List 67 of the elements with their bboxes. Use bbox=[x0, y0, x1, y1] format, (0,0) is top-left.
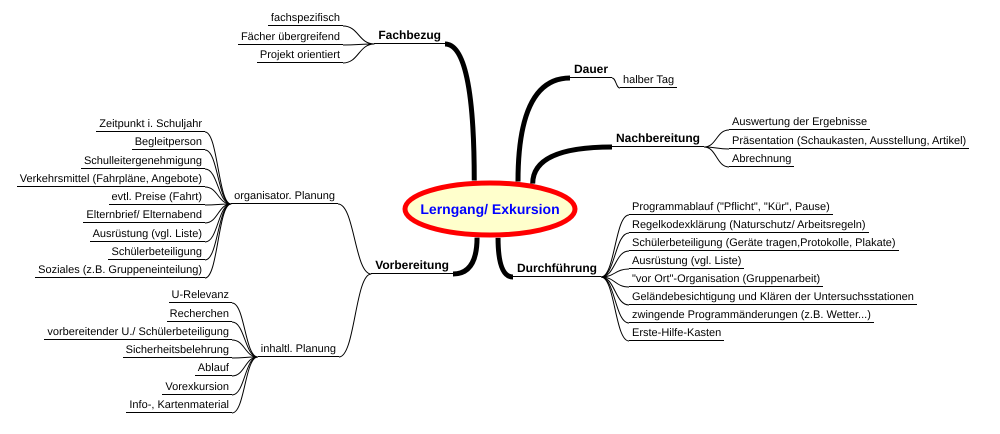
subtopic-label: Ausrüstung (vgl. Liste) bbox=[90, 227, 205, 242]
connector-line bbox=[232, 356, 258, 376]
connector-line bbox=[204, 204, 232, 224]
subtopic-label: Schülerbeteiligung (Geräte tragen,Protokolle, Plakate) bbox=[629, 236, 899, 251]
subtopic-label: Verkehrsmittel (Fahrpläne, Angebote) bbox=[16, 172, 205, 187]
connector-line bbox=[204, 168, 232, 204]
connector-line bbox=[204, 204, 232, 260]
connector-line bbox=[704, 130, 730, 148]
connector-line bbox=[204, 204, 232, 278]
connector-line bbox=[204, 150, 232, 204]
connector-line bbox=[342, 44, 375, 64]
subtopic-label: Ablauf bbox=[194, 361, 232, 376]
connector-line bbox=[232, 322, 258, 358]
subtopic-label: "vor Ort"-Organisation (Gruppenarbeit) bbox=[629, 272, 824, 287]
subtopic-label: inhaltl. Planung bbox=[258, 342, 339, 357]
subtopic-label: Info-, Kartenmaterial bbox=[126, 398, 232, 413]
subtopic-label: Begleitperson bbox=[132, 135, 205, 150]
connector-line bbox=[338, 204, 372, 274]
connector-line bbox=[232, 356, 258, 358]
subtopic-label: organisator. Planung bbox=[231, 189, 338, 204]
connector-line bbox=[600, 232, 630, 278]
connector-line bbox=[232, 356, 258, 414]
subtopic-label: Geländebesichtigung und Klären der Untersuchsstationen bbox=[629, 290, 917, 305]
branch-topic: Fachbezug bbox=[374, 27, 445, 44]
subtopic-label: Elternbrief/ Elternabend bbox=[83, 208, 205, 223]
connector-line bbox=[600, 276, 630, 342]
subtopic-label: Auswertung der Ergebnisse bbox=[729, 115, 870, 130]
subtopic-label: Ausrüstung (vgl. Liste) bbox=[629, 254, 744, 269]
subtopic-label: Projekt orientiert bbox=[256, 48, 343, 63]
subtopic-label: Erste-Hilfe-Kasten bbox=[629, 326, 724, 341]
subtopic-label: Präsentation (Schaukasten, Ausstellung, Artikel) bbox=[729, 134, 970, 149]
central-ellipse bbox=[402, 180, 578, 238]
subtopic-label: Zeitpunkt i. Schuljahr bbox=[96, 117, 205, 132]
subtopic-label: Soziales (z.B. Gruppeneinteilung) bbox=[35, 263, 205, 278]
subtopic-label: Fächer übergreifend bbox=[238, 30, 343, 45]
connector-line bbox=[232, 340, 258, 358]
subtopic-label: Sicherheitsbelehrung bbox=[122, 343, 232, 358]
branch-line bbox=[516, 76, 570, 182]
subtopic-label: evtl. Preise (Fahrt) bbox=[108, 190, 205, 205]
connector-line bbox=[600, 276, 630, 306]
branch-topic: Nachbereitung bbox=[612, 130, 704, 147]
subtopic-label: Schülerbeteiligung bbox=[108, 245, 205, 260]
subtopic-label: Regelkodexklärung (Naturschutz/ Arbeitsregeln) bbox=[629, 218, 869, 233]
subtopic-label: Schulleitergenehmigung bbox=[80, 154, 205, 169]
subtopic-label: Vorexkursion bbox=[162, 380, 232, 395]
branch-line bbox=[530, 144, 612, 184]
branch-topic: Dauer bbox=[570, 61, 612, 78]
connector-line bbox=[338, 274, 372, 358]
connector-line bbox=[232, 302, 258, 358]
connector-line bbox=[232, 356, 258, 396]
subtopic-label: Recherchen bbox=[166, 307, 232, 322]
subtopic-label: zwingende Programmänderungen (z.B. Wetter...) bbox=[629, 308, 874, 323]
subtopic-label: fachspezifisch bbox=[268, 11, 343, 26]
connector-line bbox=[704, 146, 730, 150]
subtopic-label: Abrechnung bbox=[729, 152, 794, 167]
subtopic-label: halber Tag bbox=[620, 73, 678, 88]
branch-topic: Durchführung bbox=[513, 260, 601, 277]
branch-topic: Vorbereitung bbox=[371, 257, 453, 274]
connector-line bbox=[612, 78, 620, 88]
subtopic-label: Programmablauf ("Pflicht", "Kür", Pause) bbox=[629, 200, 833, 215]
connector-line bbox=[704, 146, 730, 168]
central-topic: Lerngang/ Exkursion bbox=[420, 200, 560, 219]
connector-line bbox=[600, 276, 630, 324]
subtopic-label: U-Relevanz bbox=[168, 288, 232, 303]
subtopic-label: vorbereitender U./ Schülerbeteiligung bbox=[44, 325, 232, 340]
connector-line bbox=[600, 276, 630, 288]
connector-line bbox=[600, 250, 630, 278]
